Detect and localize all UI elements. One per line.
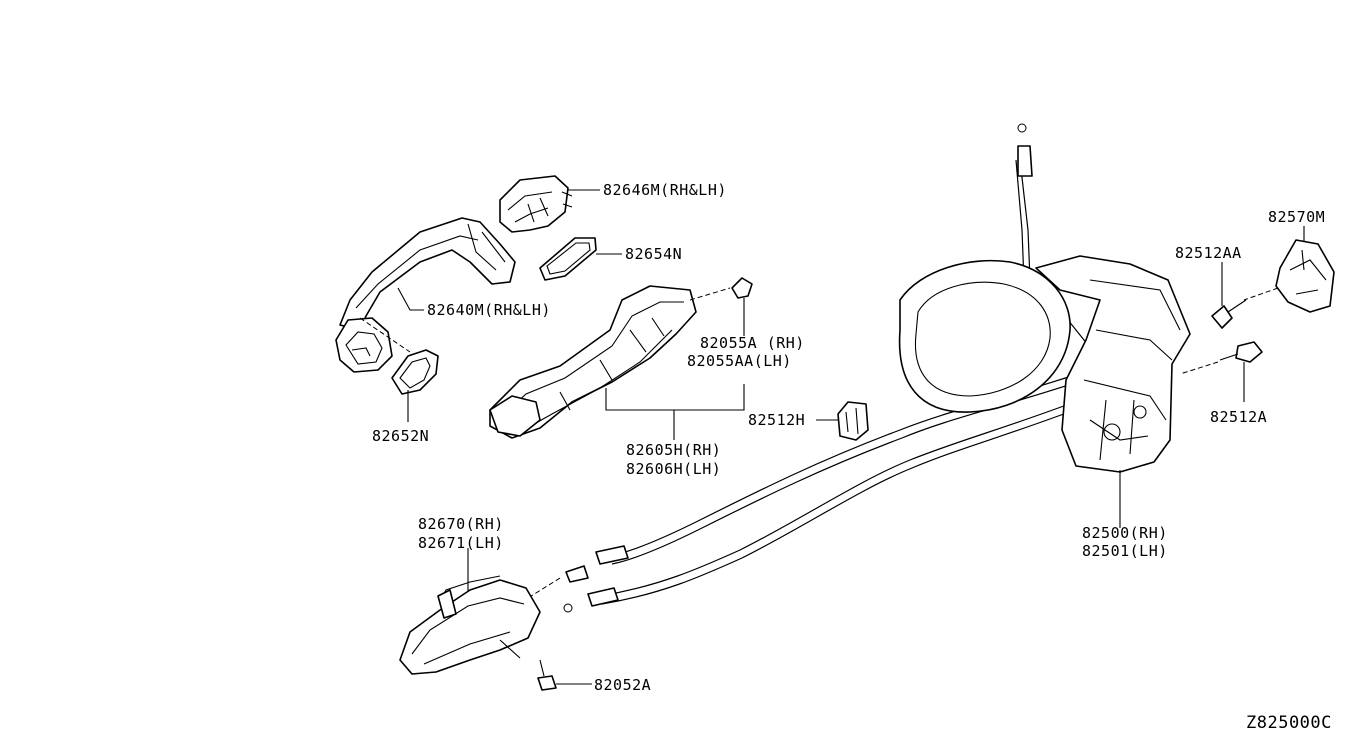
handle-gasket-part	[391, 349, 439, 395]
label-82670: 82670(RH)	[418, 515, 504, 533]
label-82055a: 82055A (RH)	[700, 334, 805, 352]
label-82605h: 82605H(RH)	[626, 441, 721, 459]
diagram-code: Z825000C	[1246, 713, 1332, 733]
label-82512aa: 82512AA	[1175, 244, 1242, 262]
striker-bracket-part	[1275, 239, 1335, 313]
outside-handle-part	[335, 217, 516, 373]
label-82606h: 82606H(LH)	[626, 460, 721, 478]
screw-82512a-part	[1219, 341, 1263, 363]
label-82671: 82671(LH)	[418, 534, 504, 552]
label-82646m: 82646M(RH&LH)	[603, 181, 727, 199]
clip-82512h-part	[837, 401, 869, 441]
label-82500: 82500(RH)	[1082, 524, 1168, 542]
gasket-part	[539, 237, 597, 281]
door-lock-actuator-part	[898, 255, 1191, 473]
label-82501: 82501(LH)	[1082, 542, 1168, 560]
label-82570m: 82570M	[1268, 208, 1325, 226]
label-82512h: 82512H	[748, 411, 805, 429]
handle-cap-part	[499, 175, 573, 233]
screw-82512aa-part	[1211, 299, 1247, 329]
bolt-82055a-part	[731, 277, 753, 336]
label-82055aa: 82055AA(LH)	[687, 352, 792, 370]
handle-bracket-part	[489, 285, 697, 439]
label-82652n: 82652N	[372, 427, 429, 445]
label-82512a: 82512A	[1210, 408, 1267, 426]
inside-handle-part	[399, 575, 541, 675]
label-82654n: 82654N	[625, 245, 682, 263]
label-82052a: 82052A	[594, 676, 651, 694]
screw-82052a-part	[537, 659, 557, 691]
label-82640m: 82640M(RH&LH)	[427, 301, 551, 319]
